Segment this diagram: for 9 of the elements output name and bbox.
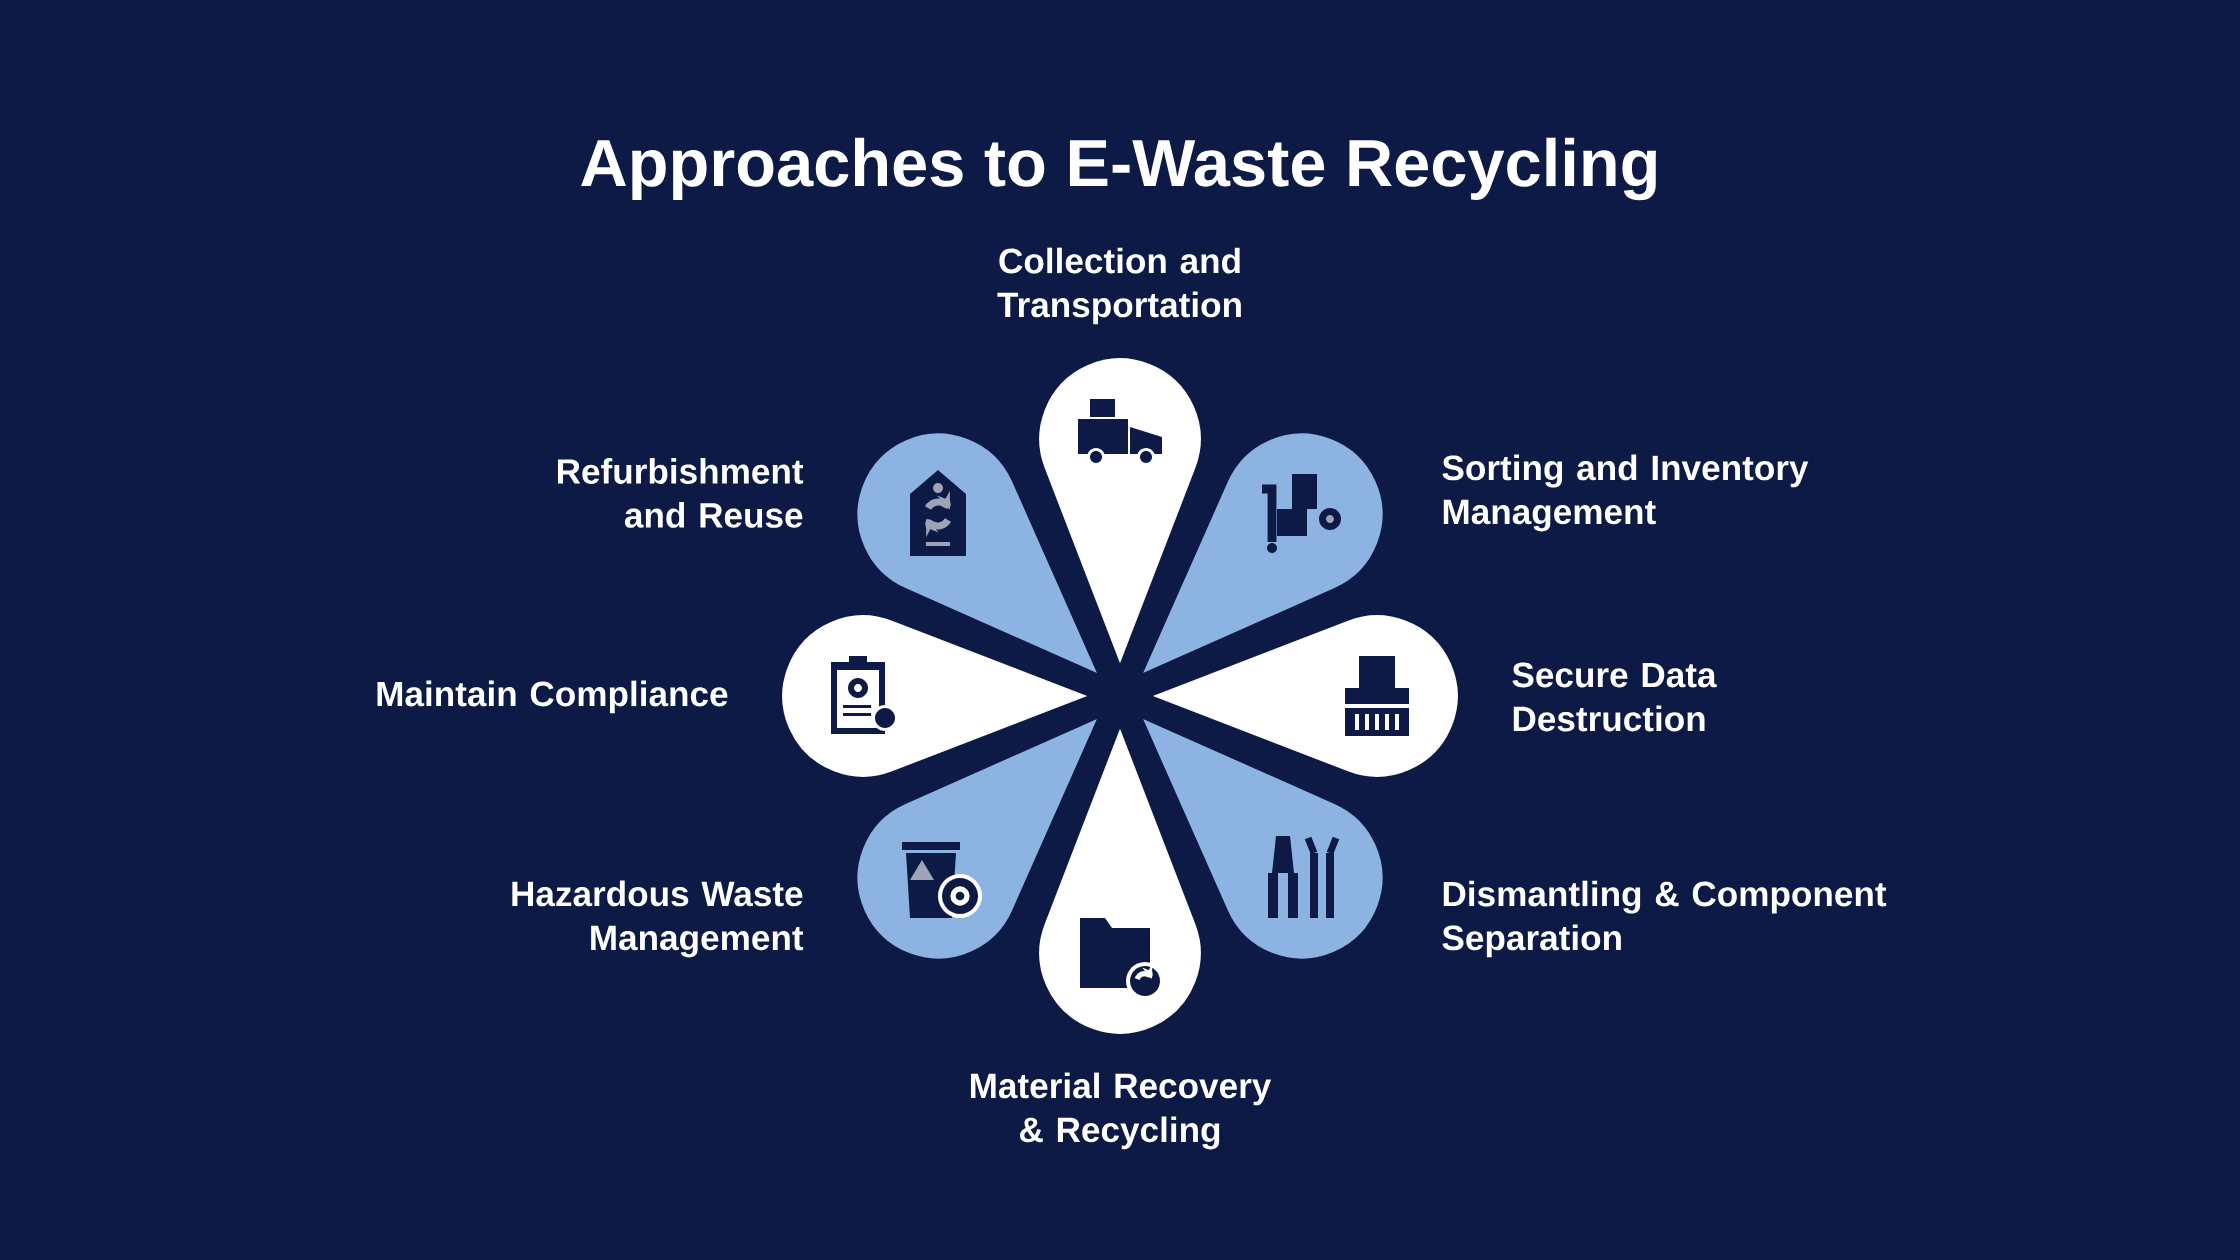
node-label: Material Recovery & Recycling — [970, 1072, 1272, 1150]
node-label: Refurbishment and Reuse — [557, 458, 804, 528]
node-label: Dismantling & Component Separation — [1442, 880, 1887, 958]
node-label: Maintain Compliance — [377, 680, 728, 714]
node-label: Hazardous Waste Management — [512, 880, 804, 958]
node-label: Collection and Transportation — [997, 247, 1241, 325]
node-label: Sorting and Inventory Management — [1442, 454, 1809, 532]
title: Approaches to E-Waste Recycling — [581, 137, 1656, 201]
node-label: Secure Data Destruction — [1512, 662, 1717, 732]
